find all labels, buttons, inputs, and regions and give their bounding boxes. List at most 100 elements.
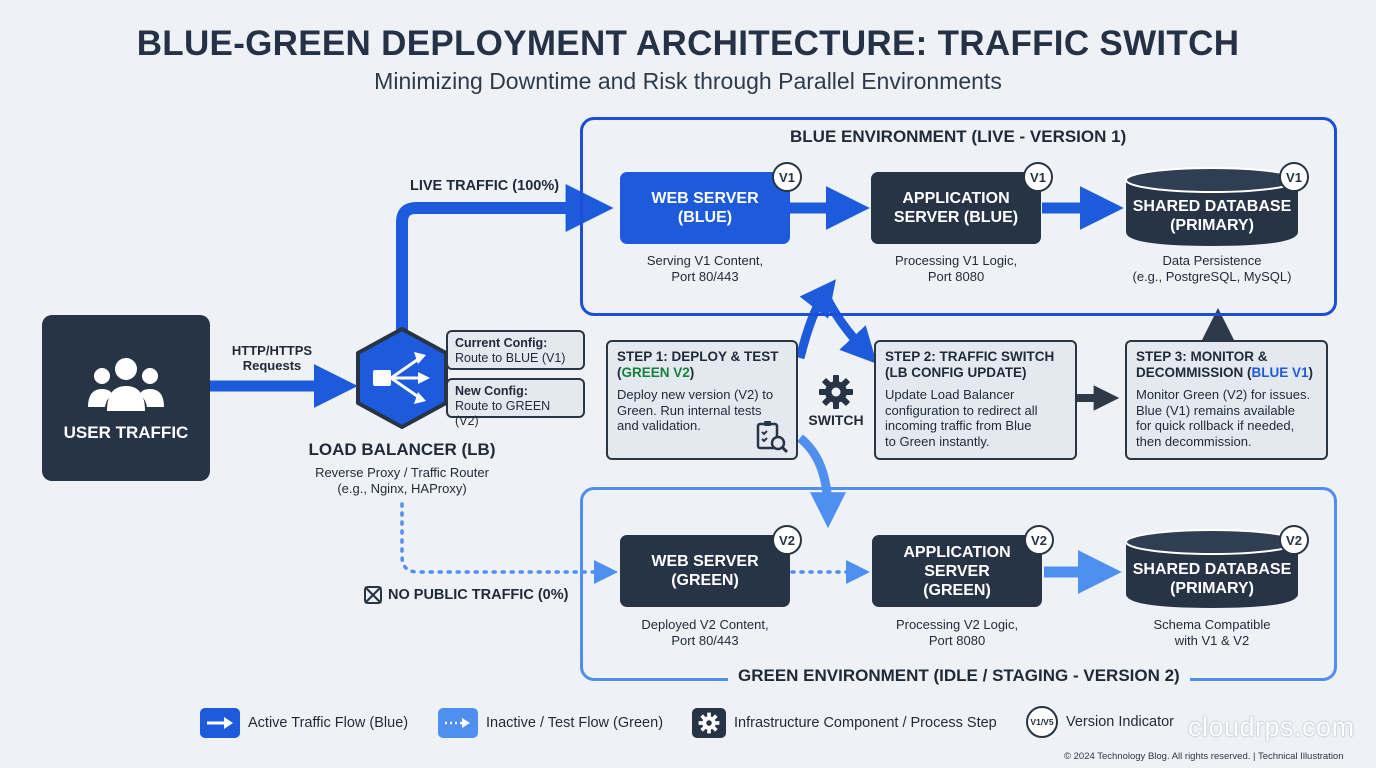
blue-app-caption: Processing V1 Logic, Port 8080	[866, 253, 1046, 285]
inactive-flow-icon	[438, 708, 478, 738]
page-subtitle: Minimizing Downtime and Risk through Par…	[374, 68, 1002, 94]
step2-body-line1: Update Load Balancer	[885, 387, 1015, 402]
blue-db-line1: SHARED DATABASE	[1132, 198, 1292, 215]
users-icon	[88, 357, 164, 411]
step1-title-close: )	[689, 364, 695, 380]
load-balancer-caption: LOAD BALANCER (LB) Reverse Proxy / Traff…	[290, 440, 514, 497]
step1-title-text: STEP 1: DEPLOY & TEST	[617, 349, 779, 364]
blue-db-caption: Data Persistence (e.g., PostgreSQL, MySQ…	[1112, 253, 1312, 285]
blue-web-version-badge: V1	[772, 162, 802, 192]
new-config-title: New Config:	[455, 384, 528, 398]
blocked-icon	[364, 586, 382, 604]
router-icon	[373, 352, 430, 404]
blue-web-server: WEB SERVER (BLUE)	[620, 172, 790, 244]
green-web-server: WEB SERVER (GREEN)	[620, 535, 790, 607]
green-db-caption-line1: Schema Compatible	[1153, 617, 1271, 632]
green-web-server-line2: (GREEN)	[671, 572, 739, 589]
blue-app-caption-line1: Processing V1 Logic,	[894, 253, 1018, 268]
http-label-line1: HTTP/HTTPS	[231, 343, 313, 358]
green-web-to-app-arrowhead	[846, 560, 870, 584]
switch-down-arrow	[797, 434, 846, 529]
step1-body-line2: Green. Run internal tests	[617, 402, 762, 418]
legend-inactive-flow: Inactive / Test Flow (Green)	[438, 708, 663, 738]
step2-body-line4: to Green instantly.	[885, 433, 990, 449]
step1-title-open: (	[617, 364, 622, 380]
green-environment-label: GREEN ENVIRONMENT (IDLE / STAGING - VERS…	[728, 666, 1190, 686]
load-balancer-line2: (e.g., Nginx, HAProxy)	[337, 481, 467, 496]
blue-app-server: APPLICATION SERVER (BLUE)	[871, 172, 1041, 244]
legend-active-label: Active Traffic Flow (Blue)	[248, 715, 409, 731]
green-app-version-badge: V2	[1024, 525, 1054, 555]
green-web-caption-line2: Port 80/443	[671, 633, 739, 648]
blue-database-label: SHARED DATABASE (PRIMARY)	[1124, 194, 1300, 238]
green-app-server-line1: APPLICATION	[903, 543, 1011, 561]
blue-web-server-line1: WEB SERVER	[651, 190, 759, 207]
watermark: cloudrps.com	[1188, 712, 1355, 742]
green-database-label: SHARED DATABASE (PRIMARY)	[1124, 557, 1300, 601]
load-balancer-line1: Reverse Proxy / Traffic Router	[315, 465, 489, 480]
blue-environment-frame	[580, 117, 1337, 316]
green-db-line1: SHARED DATABASE	[1132, 561, 1292, 578]
current-config-box: Current Config: Route to BLUE (V1)	[446, 330, 585, 370]
test-traffic-arrow	[400, 502, 598, 574]
legend-infrastructure: Infrastructure Component / Process Step	[692, 708, 997, 738]
blue-web-caption: Serving V1 Content, Port 80/443	[615, 253, 795, 285]
green-db-caption: Schema Compatible with V1 & V2	[1112, 617, 1312, 649]
http-label-line2: Requests	[242, 358, 302, 373]
step3-title-post: )	[1308, 364, 1314, 380]
blue-db-version-badge: V1	[1279, 162, 1309, 192]
step2-box: STEP 2: TRAFFIC SWITCH (LB CONFIG UPDATE…	[874, 340, 1077, 460]
green-app-server: APPLICATION SERVER (GREEN)	[872, 535, 1042, 607]
green-app-caption-line1: Processing V2 Logic,	[895, 617, 1019, 632]
switch-up-arrow	[795, 279, 836, 360]
step3-box: STEP 3: MONITOR & DECOMMISSION (BLUE V1)…	[1125, 340, 1328, 460]
checklist-search-icon	[756, 421, 789, 454]
new-config-box: New Config: Route to GREEN (V2)	[446, 378, 585, 428]
step3-body-line3: for quick rollback if needed,	[1136, 418, 1295, 433]
blue-web-caption-line2: Port 80/443	[671, 269, 739, 284]
new-config-value: Route to GREEN (V2)	[455, 399, 551, 428]
step1-body-line1: Deploy new version (V2) to	[617, 387, 774, 402]
step3-title-pre: DECOMMISSION (	[1136, 364, 1252, 380]
legend-inactive-label: Inactive / Test Flow (Green)	[486, 715, 664, 731]
green-app-server-line2: SERVER	[924, 562, 990, 580]
switch-label: SWITCH	[808, 412, 864, 428]
green-app-caption-line2: Port 8080	[928, 633, 986, 648]
blue-web-caption-line1: Serving V1 Content,	[646, 253, 764, 268]
step2-title-line2: (LB CONFIG UPDATE)	[885, 364, 1027, 380]
step3-title-line1: STEP 3: MONITOR &	[1136, 349, 1268, 364]
no-public-traffic: NO PUBLIC TRAFFIC (0%)	[363, 585, 568, 605]
legend-active-flow: Active Traffic Flow (Blue)	[200, 708, 408, 738]
green-web-version-badge: V2	[772, 525, 802, 555]
active-flow-icon	[200, 708, 240, 738]
blue-db-caption-line1: Data Persistence	[1162, 253, 1262, 268]
green-web-server-line1: WEB SERVER	[651, 553, 759, 570]
step3-title: STEP 3: MONITOR & DECOMMISSION (BLUE V1)	[1136, 349, 1317, 380]
green-database-cylinder	[1125, 529, 1299, 608]
green-web-caption: Deployed V2 Content, Port 80/443	[615, 617, 795, 649]
load-balancer-title: LOAD BALANCER (LB)	[308, 440, 496, 459]
step2-title-line1: STEP 2: TRAFFIC SWITCH	[885, 349, 1055, 364]
current-config-title: Current Config:	[455, 336, 548, 350]
blue-db-line2: (PRIMARY)	[1170, 217, 1254, 234]
blue-app-server-line2: SERVER (BLUE)	[893, 209, 1019, 226]
step3-body-line1: Monitor Green (V2) for issues.	[1136, 387, 1311, 402]
green-db-line2: (PRIMARY)	[1170, 580, 1254, 597]
live-traffic-label: LIVE TRAFFIC (100%)	[410, 178, 560, 194]
blue-app-server-line1: APPLICATION	[902, 190, 1010, 207]
load-balancer-hexagon	[356, 327, 448, 429]
green-web-caption-line1: Deployed V2 Content,	[641, 617, 769, 632]
user-traffic-label: USER TRAFFIC	[63, 422, 189, 442]
blue-web-server-line2: (BLUE)	[677, 209, 733, 226]
footer-copyright: © 2024 Technology Blog. All rights reser…	[1064, 751, 1344, 762]
step3-highlight: BLUE V1	[1251, 364, 1309, 380]
step2-body-line3: incoming traffic from Blue	[885, 418, 1032, 433]
test-traffic-arrowhead	[594, 560, 618, 584]
green-db-caption-line2: with V1 & V2	[1174, 633, 1250, 648]
page-title: BLUE-GREEN DEPLOYMENT ARCHITECTURE: TRAF…	[136, 24, 1240, 63]
blue-app-caption-line2: Port 8080	[927, 269, 985, 284]
gear-icon	[819, 375, 853, 409]
live-traffic-arrow	[396, 184, 614, 330]
